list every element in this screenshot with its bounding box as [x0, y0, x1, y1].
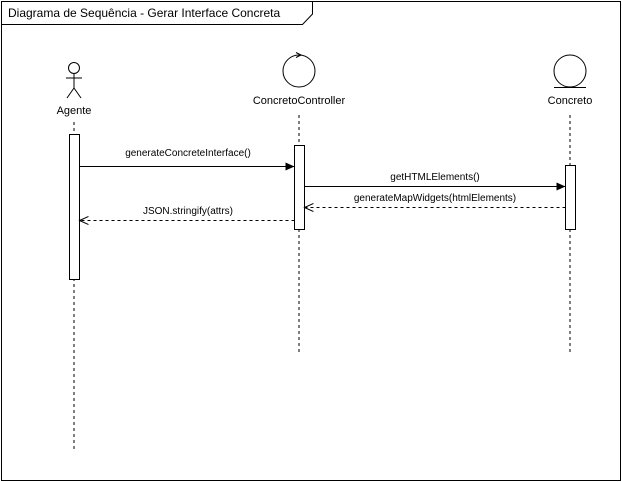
control-icon [282, 52, 316, 88]
participant-agente-label: Agente [57, 105, 92, 117]
concreto-activation [565, 165, 576, 230]
message-label-4: JSON.stringify(attrs) [143, 206, 233, 217]
frame-title-tab [1, 1, 313, 25]
diagram-title: Diagrama de Sequência - Gerar Interface … [8, 6, 280, 20]
participant-concreto-label: Concreto [548, 95, 593, 107]
message-label-2: getHTMLElements() [390, 172, 479, 183]
entity-icon [553, 54, 587, 88]
message-label-3: generateMapWidgets(htmlElements) [354, 193, 516, 204]
controller-activation [294, 145, 305, 230]
participant-controller-label: ConcretoController [253, 95, 346, 107]
agente-activation [69, 134, 80, 280]
message-label-1: generateConcreteInterface() [125, 148, 251, 159]
actor-icon [66, 62, 82, 99]
